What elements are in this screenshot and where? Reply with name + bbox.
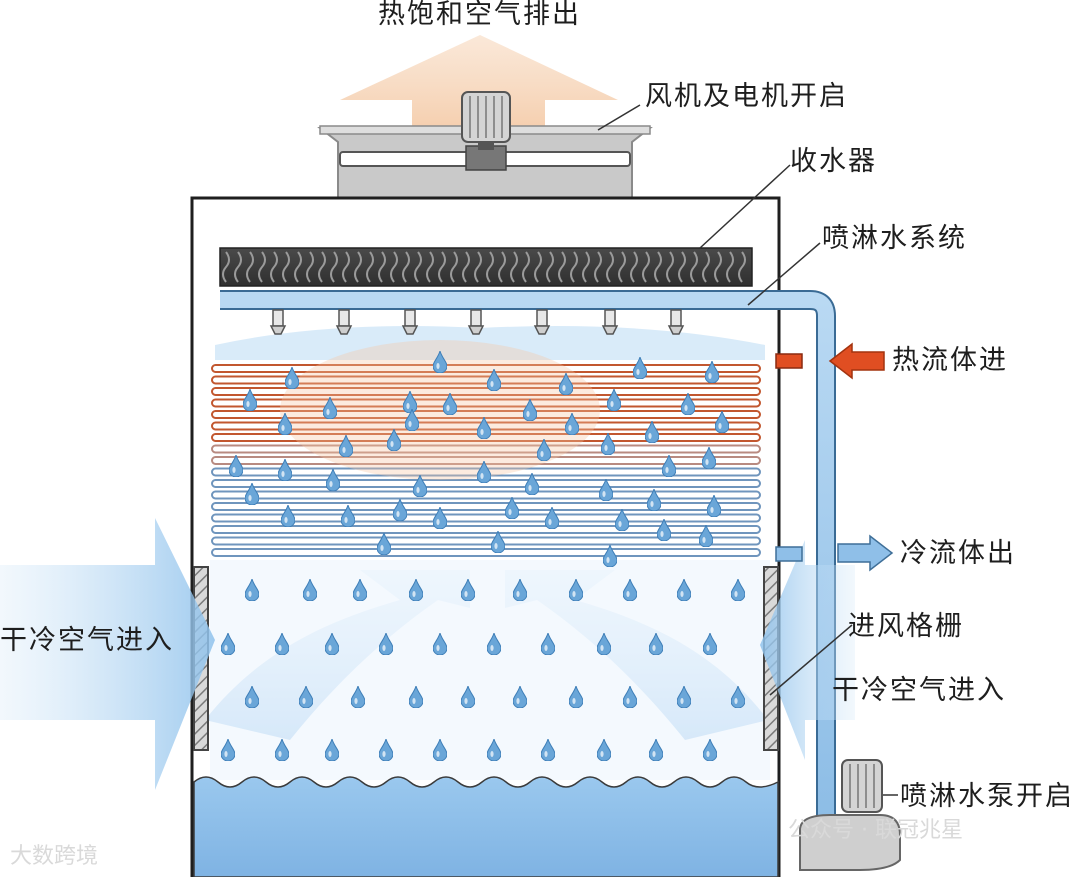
heat-exchange-coil <box>211 364 761 557</box>
coil-tube <box>211 375 761 385</box>
hot-fluid-in-arrow <box>828 342 885 380</box>
nozzle-icon <box>401 309 419 335</box>
coil-tube <box>211 410 761 419</box>
label-water-collector: 收水器 <box>790 146 877 177</box>
nozzle-icon <box>601 309 619 335</box>
water-basin <box>193 776 779 877</box>
pump-motor-icon <box>799 759 901 871</box>
coil-tube <box>211 398 761 408</box>
coil-tube <box>211 525 761 534</box>
coil-tube <box>211 502 761 511</box>
coil-tube <box>211 536 761 546</box>
label-exhaust: 热饱和空气排出 <box>378 0 581 30</box>
water-collector <box>219 247 753 287</box>
watermark-left: 大数跨境 <box>10 844 99 869</box>
coil-tube <box>211 364 761 373</box>
watermark-right: 公众号 · 联冠兆星 <box>788 818 963 843</box>
label-spray-system: 喷淋水系统 <box>822 223 967 254</box>
spray-mist <box>215 326 765 360</box>
label-hot-fluid-in: 热流体进 <box>892 345 1008 376</box>
coil-tube <box>211 490 761 500</box>
nozzle-icon <box>335 309 353 335</box>
nozzle-icon <box>667 309 685 335</box>
spray-pipe <box>220 290 836 820</box>
label-fan-motor: 风机及电机开启 <box>645 81 848 112</box>
coil-tube <box>211 456 761 465</box>
coil-tube <box>211 548 761 557</box>
cold-fluid-out-arrow <box>837 534 894 572</box>
label-dry-air-in-left: 干冷空气进入 <box>0 625 174 656</box>
nozzle-icon <box>533 309 551 335</box>
cold-fluid-outlet-port <box>775 546 803 562</box>
coil-tube <box>211 387 761 396</box>
dry-air-arrow-left <box>0 518 215 790</box>
hot-air-glow <box>280 340 600 480</box>
label-dry-air-in-right: 干冷空气进入 <box>832 675 1006 706</box>
leader-lines <box>597 104 853 696</box>
label-cold-fluid-out: 冷流体出 <box>900 538 1016 569</box>
label-air-inlet-grille: 进风格栅 <box>848 611 964 642</box>
hot-fluid-inlet-port <box>775 353 803 369</box>
dry-air-arrow-right <box>760 540 855 760</box>
label-spray-pump: 喷淋水泵开启 <box>900 781 1074 812</box>
nozzle-icon <box>269 309 287 335</box>
nozzle-icon <box>467 309 485 335</box>
fan-motor-icon <box>461 91 511 150</box>
